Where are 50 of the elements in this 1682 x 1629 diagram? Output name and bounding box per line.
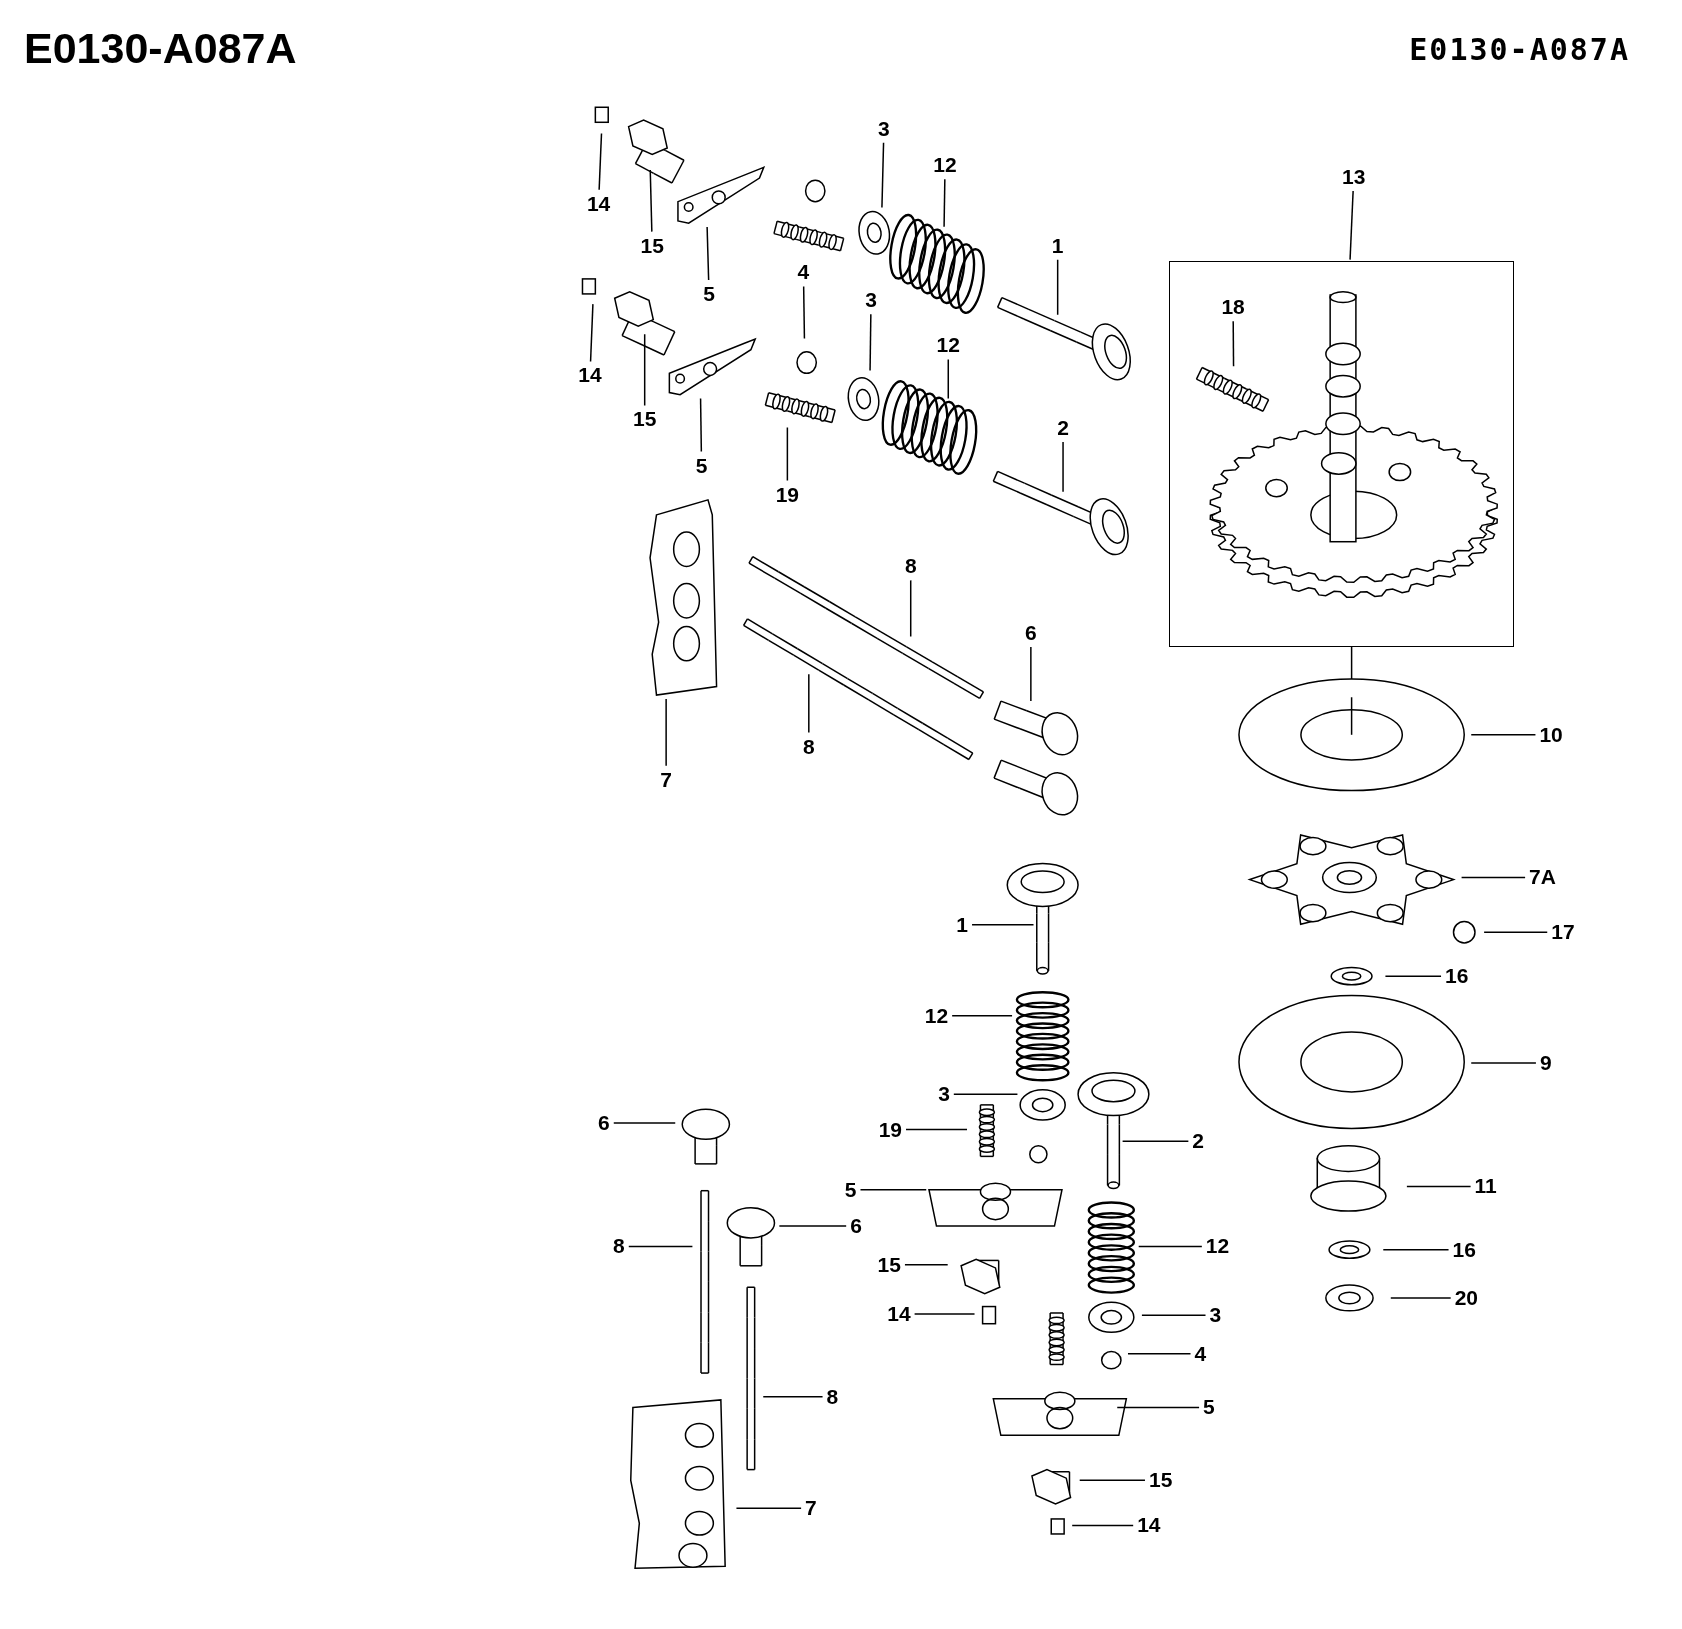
leader-line	[1349, 190, 1354, 261]
leader-line	[1062, 441, 1064, 493]
leader-line	[786, 426, 789, 482]
leader-line	[1483, 931, 1548, 933]
leader-line	[735, 1507, 802, 1509]
leader-line	[905, 1128, 968, 1131]
leader-line	[1116, 1406, 1200, 1409]
leader-line	[649, 169, 653, 233]
leader-line	[1121, 1140, 1190, 1143]
leader-line	[706, 226, 710, 281]
leader-line	[947, 358, 949, 400]
assembly-outline-box	[1169, 260, 1514, 647]
leader-line	[1030, 646, 1032, 702]
leader-line	[943, 178, 946, 228]
leader-line	[909, 579, 912, 638]
leader-line	[589, 303, 594, 363]
leader-line	[643, 333, 646, 407]
leader-line	[762, 1395, 824, 1398]
leader-line	[598, 132, 603, 191]
leader-line	[859, 1188, 927, 1191]
leader-line	[881, 141, 885, 209]
leader-line	[1406, 1185, 1472, 1188]
leader-line	[1470, 734, 1537, 736]
leader-line	[699, 397, 703, 453]
leader-line	[628, 1245, 694, 1248]
leader-line	[613, 1122, 676, 1124]
diagram-code-title: E0130-A087A	[24, 24, 297, 73]
leader-line	[1141, 1314, 1207, 1316]
diagram-code-label: E0130-A087A	[1409, 32, 1630, 67]
leader-line	[1390, 1297, 1452, 1299]
leader-line	[1384, 975, 1442, 977]
leader-line	[913, 1313, 976, 1315]
leader-line	[1127, 1353, 1192, 1355]
leader-line	[778, 1225, 847, 1227]
leader-line	[1137, 1245, 1203, 1248]
leader-line	[1232, 320, 1235, 368]
leader-line	[808, 673, 810, 734]
leader-line	[953, 1093, 1019, 1095]
leader-line	[1382, 1248, 1450, 1251]
leader-line	[951, 1015, 1013, 1017]
leader-line	[904, 1263, 949, 1266]
leader-line	[1470, 1062, 1537, 1064]
leader-line	[971, 923, 1035, 926]
leader-line	[665, 698, 667, 767]
leader-line	[802, 285, 806, 340]
leader-line	[1078, 1479, 1146, 1482]
leader-line	[1071, 1524, 1134, 1527]
leader-line	[1460, 876, 1526, 879]
leader-line	[1056, 258, 1059, 316]
leader-line	[869, 313, 872, 372]
